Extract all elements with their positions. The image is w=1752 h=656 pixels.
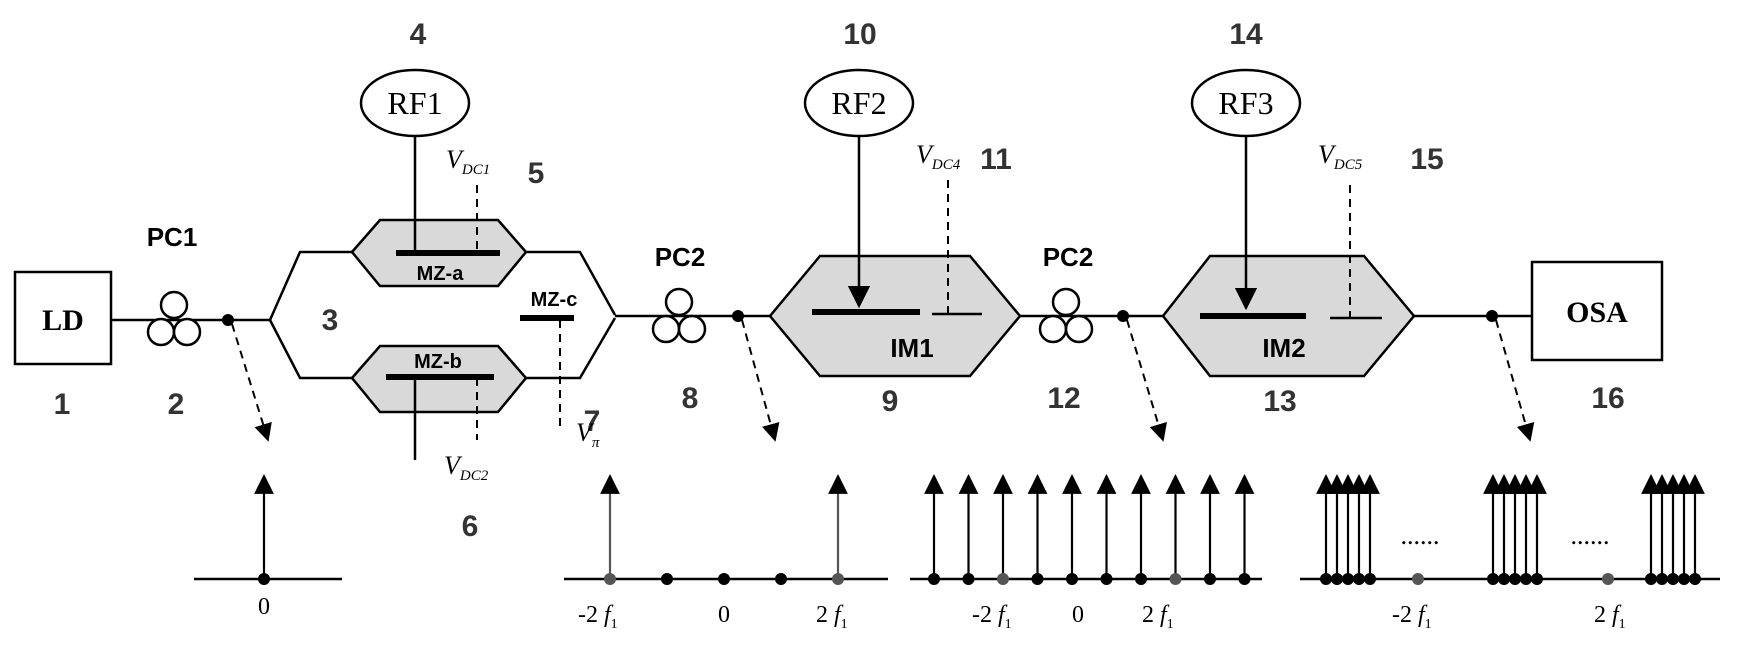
zero-tick-label: 0 xyxy=(1072,602,1084,628)
laser-diode: LD xyxy=(15,272,111,364)
frequency-dot xyxy=(1678,573,1690,585)
neg-tick-label: -2f1 xyxy=(972,602,1012,632)
mz-a: MZ-a xyxy=(352,220,526,286)
frequency-dot xyxy=(1487,573,1499,585)
neg-tick-label: -2f1 xyxy=(1392,602,1432,632)
frequency-dot xyxy=(1602,573,1614,585)
frequency-dot xyxy=(1353,573,1365,585)
number-label: 14 xyxy=(1229,18,1263,51)
frequency-dot xyxy=(775,573,787,585)
vdc1-label: VDC1 xyxy=(446,145,490,178)
number-label: 2 xyxy=(168,388,185,421)
vdc2-label: VDC2 xyxy=(444,451,489,484)
polarization-controller-2a: PC2 xyxy=(653,242,705,342)
frequency-dot xyxy=(1667,573,1679,585)
polarization-controller-2b: PC2 xyxy=(1040,242,1093,342)
ld-label: LD xyxy=(42,304,84,337)
pc2b-label: PC2 xyxy=(1043,242,1094,272)
spectrum-3: -2f1 0 2f1 xyxy=(910,476,1262,632)
number-label: 10 xyxy=(843,18,876,51)
number-label: 12 xyxy=(1047,382,1080,415)
im2-label: IM2 xyxy=(1262,333,1305,363)
frequency-dot xyxy=(1032,573,1044,585)
mz-c: MZ-c xyxy=(520,289,577,318)
rf3-label: RF3 xyxy=(1218,85,1273,121)
ellipsis-marker: ...... xyxy=(1571,521,1610,550)
pos-tick-label: 2f1 xyxy=(816,602,848,632)
number-label: 11 xyxy=(980,143,1012,176)
spectrum-1: 0 xyxy=(194,476,342,620)
frequency-dot xyxy=(1342,573,1354,585)
frequency-dot xyxy=(963,573,975,585)
number-label: 13 xyxy=(1263,385,1296,418)
pc2a-label: PC2 xyxy=(655,242,706,272)
number-label: 1 xyxy=(54,388,71,421)
number-label: 4 xyxy=(410,18,427,51)
frequency-dot xyxy=(661,573,673,585)
frequency-dot xyxy=(1645,573,1657,585)
frequency-dot xyxy=(258,573,270,585)
mz-a-label: MZ-a xyxy=(417,263,465,285)
number-label: 5 xyxy=(528,157,545,190)
frequency-dot xyxy=(1364,573,1376,585)
intensity-modulator-2: IM2 xyxy=(1163,256,1414,376)
frequency-dot xyxy=(1320,573,1332,585)
frequency-dot xyxy=(1170,573,1182,585)
vdc5-label: VDC5 xyxy=(1318,140,1363,173)
frequency-dot xyxy=(1239,573,1251,585)
frequency-dot xyxy=(997,573,1009,585)
optical-spectrum-analyzer: OSA xyxy=(1532,262,1662,360)
tap-arrow xyxy=(232,324,268,440)
number-label: 16 xyxy=(1591,382,1624,415)
spectrum-4: ...... ...... -2f1 2f1 xyxy=(1300,476,1720,632)
frequency-dot xyxy=(1509,573,1521,585)
rf2-label: RF2 xyxy=(831,85,886,121)
rf1-label: RF1 xyxy=(387,85,442,121)
frequency-dot xyxy=(1531,573,1543,585)
frequency-dot xyxy=(1412,573,1424,585)
number-label: 3 xyxy=(322,304,339,337)
zero-tick-label: 0 xyxy=(258,594,270,620)
pos-tick-label: 2f1 xyxy=(1594,602,1626,632)
number-label: 6 xyxy=(462,510,479,543)
frequency-dot xyxy=(1520,573,1532,585)
mz-c-label: MZ-c xyxy=(531,289,578,311)
frequency-dot xyxy=(1498,573,1510,585)
frequency-dot xyxy=(1101,573,1113,585)
tap-arrow xyxy=(1127,320,1163,440)
im1-label: IM1 xyxy=(890,333,933,363)
frequency-dot xyxy=(928,573,940,585)
frequency-dot xyxy=(1689,573,1701,585)
frequency-dot xyxy=(1066,573,1078,585)
vdc4-label: VDC4 xyxy=(916,140,961,173)
tap-arrow xyxy=(742,320,775,440)
neg-tick-label: -2f1 xyxy=(578,602,618,632)
pos-tick-label: 2f1 xyxy=(1142,602,1174,632)
frequency-dot xyxy=(1656,573,1668,585)
polarization-controller-1: PC1 xyxy=(147,222,200,345)
number-label: 8 xyxy=(682,382,699,415)
pc1-label: PC1 xyxy=(147,222,198,252)
mz-b-label: MZ-b xyxy=(414,351,462,373)
frequency-dot xyxy=(1204,573,1216,585)
tap-arrow xyxy=(1496,320,1530,440)
frequency-dot xyxy=(1135,573,1147,585)
number-label: 9 xyxy=(882,385,899,418)
zero-tick-label: 0 xyxy=(718,602,730,628)
osa-label: OSA xyxy=(1566,296,1628,329)
frequency-dot xyxy=(1331,573,1343,585)
ellipsis-marker: ...... xyxy=(1401,521,1440,550)
spectrum-2: -2f1 0 2f1 xyxy=(564,476,888,632)
frequency-dot xyxy=(718,573,730,585)
intensity-modulator-1: IM1 xyxy=(770,256,1020,376)
mz-b: MZ-b xyxy=(352,346,526,412)
number-label: 15 xyxy=(1410,143,1443,176)
